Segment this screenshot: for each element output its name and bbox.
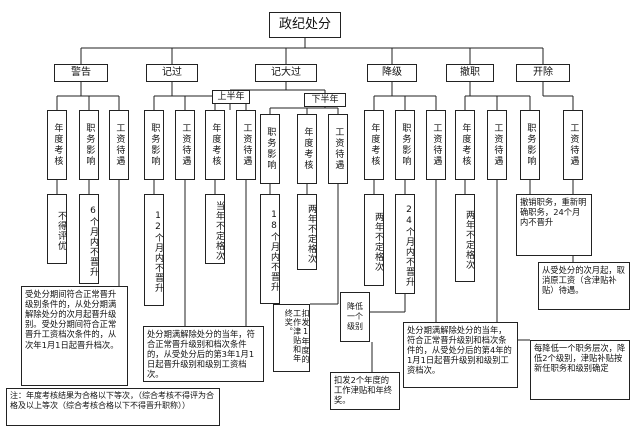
dismissal-salary: 工资待遇 — [487, 110, 507, 180]
warning-duty-result: 6个月内不晋升 — [79, 194, 99, 284]
dismissal-duty-note: 撤销职务，重新明确职务，24个月内不晋升 — [516, 194, 592, 256]
warning-salary-note: 受处分期间符合正常晋升级别条件的，从处分期满解除处分的次月起晋升级别。受处分期间… — [21, 286, 128, 386]
dismissal-salary-note: 每降低一个职务层次，降低2个级别，津贴补贴按新任职务和级别确定 — [530, 340, 630, 400]
category-major-demerit: 记大过 — [255, 64, 317, 82]
demotion-duty-result: 24个月内不晋升 — [395, 194, 415, 294]
warning-salary: 工资待遇 — [109, 110, 129, 180]
demotion-salary-note: 处分期满解除处分的当年，符合正常晋升级别和档次条件的，从受处分后的第4年的1月1… — [403, 322, 518, 388]
demotion-duty-impact: 职务影响 — [395, 110, 415, 180]
demotion-salary: 工资待遇 — [426, 110, 446, 180]
category-dismissal: 撤职 — [446, 64, 494, 82]
dismissal-duty-impact: 职务影响 — [520, 110, 540, 180]
expulsion-salary-note: 从受处分的次月起，取消原工资（含津贴补贴）待遇。 — [538, 262, 630, 310]
demerit-duty-impact: 职务影响 — [144, 110, 164, 180]
demotion-bonus-note: 扣发2个年度的工作津贴和年终奖。 — [330, 372, 400, 410]
major-salary-second-half: 工资待遇 — [328, 114, 348, 184]
expulsion-salary: 工资待遇 — [563, 110, 583, 180]
demotion-annual-review: 年度考核 — [364, 110, 384, 180]
major-salary-first-half: 工资待遇 — [236, 110, 256, 180]
dismissal-annual-result: 两年不定格次 — [455, 194, 475, 282]
demerit-annual-result: 当年不定格次 — [205, 194, 225, 264]
category-demerit: 记过 — [146, 64, 198, 82]
footnote: 注：年度考核结果为合格以下等次，（综合考核不得评为合格及以上等次（综合考核合格以… — [6, 388, 220, 426]
demerit-duty-result: 12个月内不晋升 — [144, 194, 164, 306]
period-first-half: 上半年 — [212, 90, 250, 104]
major-annual-result: 两年不定格次 — [297, 194, 317, 270]
demerit-salary: 工资待遇 — [175, 110, 195, 180]
demotion-duty-note: 降低一个级别 — [340, 292, 370, 342]
demerit-annual-review: 年度考核 — [205, 110, 225, 180]
category-expulsion: 开除 — [516, 64, 570, 82]
root-node: 政纪处分 — [269, 12, 341, 38]
category-demotion: 降级 — [367, 64, 417, 82]
major-annual-review-second: 年度考核 — [297, 114, 317, 184]
dismissal-annual-review: 年度考核 — [455, 110, 475, 180]
major-duty-impact: 职务影响 — [260, 114, 280, 184]
major-duty-result: 18个月内不晋升 — [260, 194, 280, 304]
category-warning: 警告 — [54, 64, 108, 82]
warning-annual-result: 不得评优 — [47, 194, 67, 264]
demotion-annual-result: 两年不定格次 — [364, 194, 384, 286]
warning-annual-review: 年度考核 — [47, 110, 67, 180]
warning-duty-impact: 职务影响 — [79, 110, 99, 180]
demerit-salary-note: 处分期满解除处分的当年，符合正常晋升级别和档次条件的，从受处分后的第3年1月1日… — [143, 326, 264, 382]
period-second-half: 下半年 — [304, 93, 346, 107]
major-salary-note: 扣发1年度的工作津贴和年终奖。 — [273, 304, 310, 372]
